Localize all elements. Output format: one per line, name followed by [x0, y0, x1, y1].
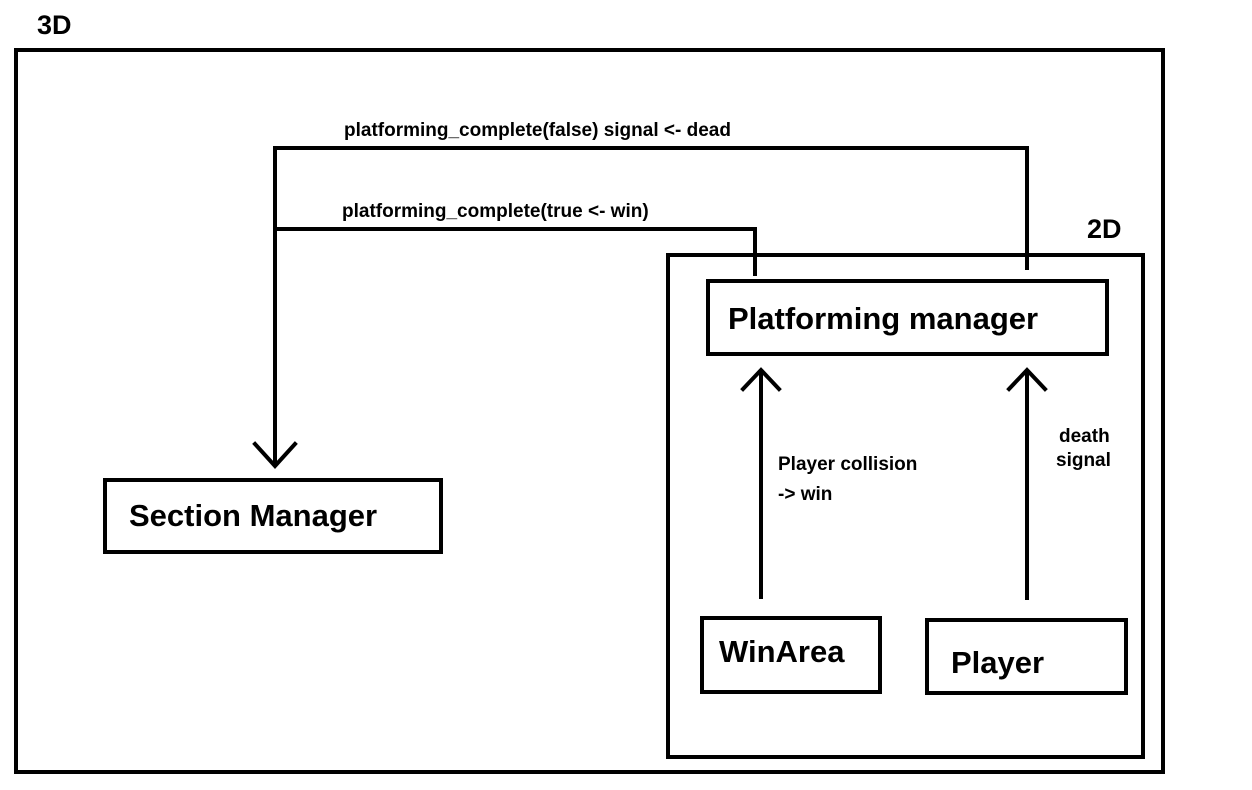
- death-label-line2: signal: [1056, 450, 1111, 471]
- player-arrowhead: [1006, 367, 1048, 392]
- win-area-label: WinArea: [719, 634, 845, 669]
- win-area-arrowhead: [740, 367, 782, 392]
- region-label-2d: 2D: [1087, 214, 1122, 244]
- player-node: Player: [925, 618, 1128, 695]
- win-signal-label: platforming_complete(true <- win): [342, 201, 649, 222]
- section-manager-arrowhead: [252, 441, 298, 469]
- section-manager-label: Section Manager: [129, 498, 378, 533]
- win-area-node: WinArea: [700, 616, 882, 694]
- region-3d-frame: [14, 48, 1165, 774]
- dead-signal-label: platforming_complete(false) signal <- de…: [344, 120, 731, 141]
- region-label-3d: 3D: [37, 10, 72, 40]
- collision-label-line1: Player collision: [778, 454, 918, 475]
- platforming-manager-label: Platforming manager: [728, 301, 1039, 336]
- region-2d-frame: [666, 253, 1145, 759]
- player-label: Player: [951, 645, 1045, 680]
- win-signal-connector: [273, 227, 757, 276]
- section-manager-node: Section Manager: [103, 478, 443, 554]
- collision-label-line2: -> win: [778, 484, 833, 505]
- dead-signal-connector: [273, 146, 1029, 464]
- platforming-manager-node: Platforming manager: [706, 279, 1109, 356]
- death-label-line1: death: [1059, 426, 1110, 447]
